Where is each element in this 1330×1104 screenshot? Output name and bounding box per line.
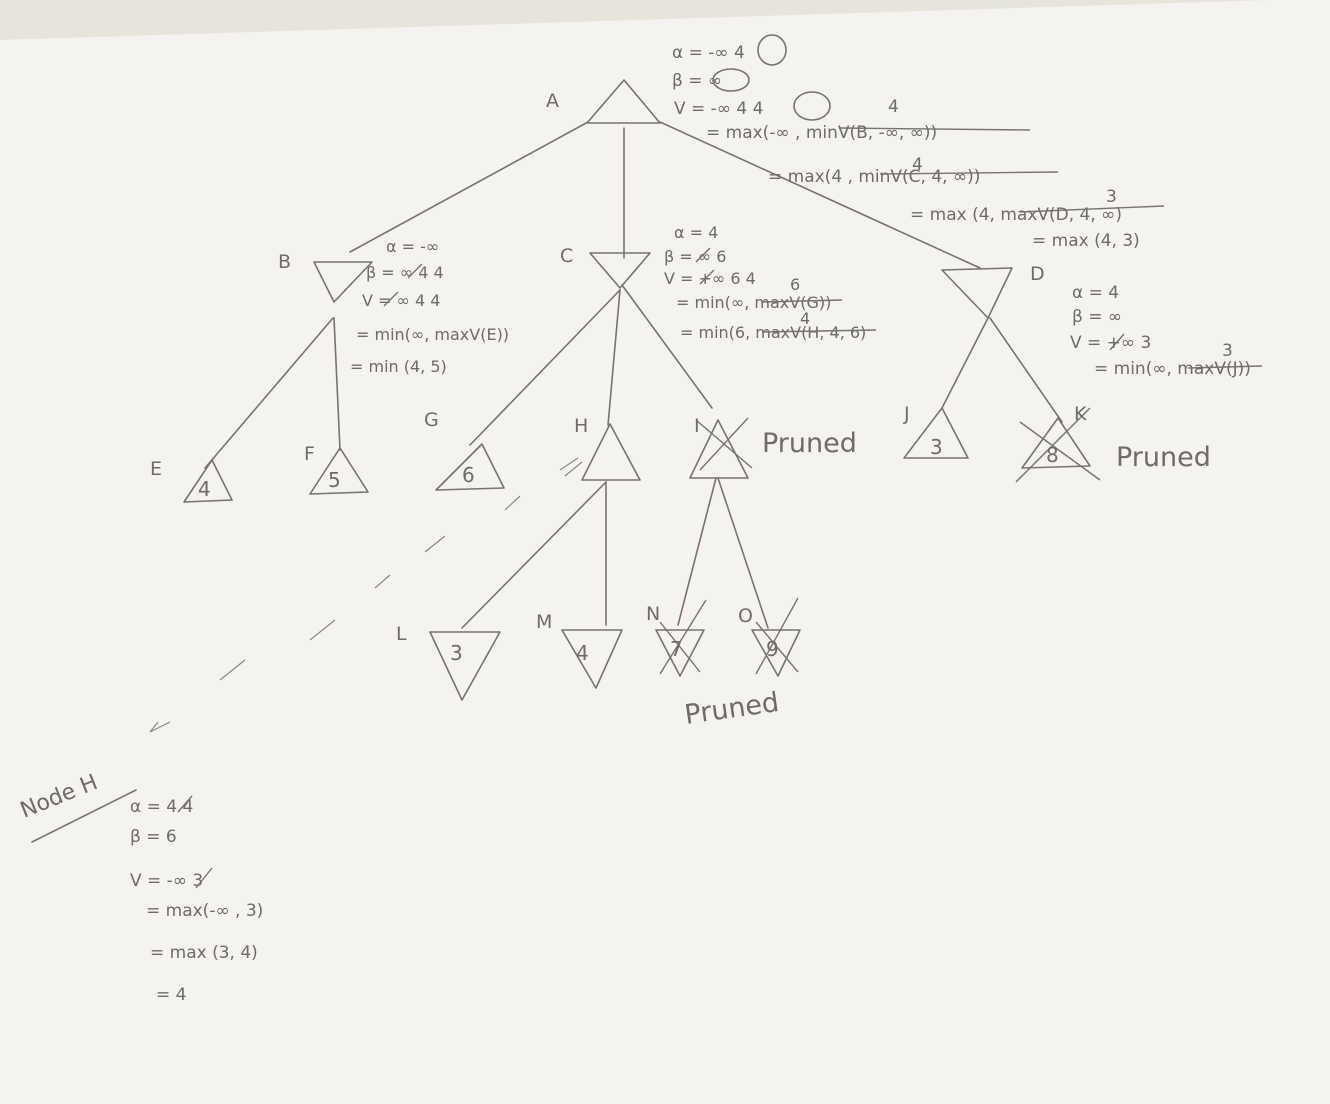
leaf-e-value: 4 xyxy=(198,477,211,501)
leaf-n-value: 7 xyxy=(670,637,683,661)
notes-h-l3: = 4 xyxy=(156,985,186,1005)
node-c-label: C xyxy=(560,245,573,267)
notes-b: α = -∞ β = ∞ 4 4 V = ∞ 4 4 = min(∞, maxV… xyxy=(350,237,509,376)
notes-a-l4: = max (4, 3) xyxy=(1032,231,1140,251)
leaf-o: O 9 xyxy=(738,597,801,677)
notes-h-l2: = max (3, 4) xyxy=(150,943,258,963)
node-i-label: I xyxy=(694,415,700,437)
leaf-f-label: F xyxy=(304,443,315,465)
notes-a-l2-num: 4 xyxy=(912,155,923,175)
leaf-n-label: N xyxy=(646,603,660,625)
leaf-n: N 7 xyxy=(646,599,707,677)
pruned-label-k: Pruned xyxy=(1116,442,1211,473)
node-b-label: B xyxy=(278,251,291,273)
notes-h-l1: = max(-∞ , 3) xyxy=(146,901,263,921)
leaf-f-value: 5 xyxy=(328,468,341,492)
notes-b-beta: β = ∞ 4 4 xyxy=(366,263,444,282)
leaf-j-label: J xyxy=(903,403,910,425)
node-a-label: A xyxy=(546,90,559,112)
notes-c-beta: β = ∞ 6 xyxy=(664,247,726,266)
notes-a-l3-num: 3 xyxy=(1106,187,1117,207)
notes-d-alpha: α = 4 xyxy=(1072,283,1119,303)
node-d-label: D xyxy=(1030,263,1045,285)
notes-d-l1: = min(∞, maxV(J)) xyxy=(1094,359,1251,379)
notes-c-l1-num: 6 xyxy=(790,275,800,294)
notes-c-l2-num: 4 xyxy=(800,309,810,328)
notes-a-beta: β = ∞ xyxy=(672,71,722,91)
notes-h-beta: β = 6 xyxy=(130,827,177,847)
notes-h-v: V = -∞ 3 xyxy=(130,871,203,891)
notes-c-l1: = min(∞, maxV(G)) xyxy=(676,293,831,312)
leaf-m: M 4 xyxy=(536,611,623,689)
notes-c-alpha: α = 4 xyxy=(674,223,718,242)
node-a: A xyxy=(546,79,661,124)
leaf-g: G 6 xyxy=(424,409,505,491)
notes-a-v: V = -∞ 4 4 xyxy=(674,99,763,119)
notes-a-l2: = max(4 , minV(C, 4, ∞)) xyxy=(768,167,980,187)
leaf-l: L 3 xyxy=(396,623,501,701)
notes-a-alpha: α = -∞ 4 xyxy=(672,43,745,63)
node-b: B xyxy=(278,251,373,303)
notes-a-l1: = max(-∞ , minV(B, -∞, ∞)) xyxy=(706,123,937,143)
node-d: D xyxy=(941,263,1045,319)
tree-edges xyxy=(149,121,1063,733)
leaf-g-value: 6 xyxy=(462,463,475,487)
pruned-label-i: Pruned xyxy=(762,428,857,459)
leaf-o-label: O xyxy=(738,605,753,627)
leaf-m-value: 4 xyxy=(576,641,589,665)
notes-b-v: V = ∞ 4 4 xyxy=(362,291,440,310)
node-h-label: H xyxy=(574,415,588,437)
leaf-l-label: L xyxy=(396,623,407,645)
leaf-j-value: 3 xyxy=(930,435,943,459)
notes-b-alpha: α = -∞ xyxy=(386,237,439,256)
notes-a-l1-num: 4 xyxy=(888,97,899,117)
leaf-k-label: K xyxy=(1074,403,1087,425)
leaf-f: F 5 xyxy=(304,443,369,495)
notes-b-l2: = min (4, 5) xyxy=(350,357,447,376)
leaf-g-label: G xyxy=(424,409,439,431)
notes-b-l1: = min(∞, maxV(E)) xyxy=(356,325,509,344)
notes-a: α = -∞ 4 β = ∞ V = -∞ 4 4 4 = max(-∞ , m… xyxy=(672,34,1165,251)
notes-h-alpha: α = 4 4 xyxy=(130,797,193,817)
leaf-e: E 4 xyxy=(150,458,233,503)
node-i: I xyxy=(689,415,753,479)
node-h: H xyxy=(574,415,641,481)
notes-d-beta: β = ∞ xyxy=(1072,307,1122,327)
leaf-j: J 3 xyxy=(903,403,969,459)
notes-a-l3: = max (4, maxV(D, 4, ∞) xyxy=(910,205,1122,225)
notes-c-v: V = +∞ 6 4 xyxy=(664,269,756,288)
leaf-m-label: M xyxy=(536,611,552,633)
notes-d-l1-num: 3 xyxy=(1222,341,1233,361)
notes-c: α = 4 β = ∞ 6 V = +∞ 6 4 6 = min(∞, maxV… xyxy=(664,223,877,342)
leaf-k: K 8 xyxy=(1015,403,1101,483)
leaf-l-value: 3 xyxy=(450,641,463,665)
notes-d: α = 4 β = ∞ V = +∞ 3 3 = min(∞, maxV(J)) xyxy=(1070,283,1263,379)
leaf-o-value: 9 xyxy=(766,637,779,661)
node-c: C xyxy=(560,245,651,289)
leaf-e-label: E xyxy=(150,458,162,480)
notes-d-v: V = +∞ 3 xyxy=(1070,333,1151,353)
leaf-k-value: 8 xyxy=(1046,443,1059,467)
